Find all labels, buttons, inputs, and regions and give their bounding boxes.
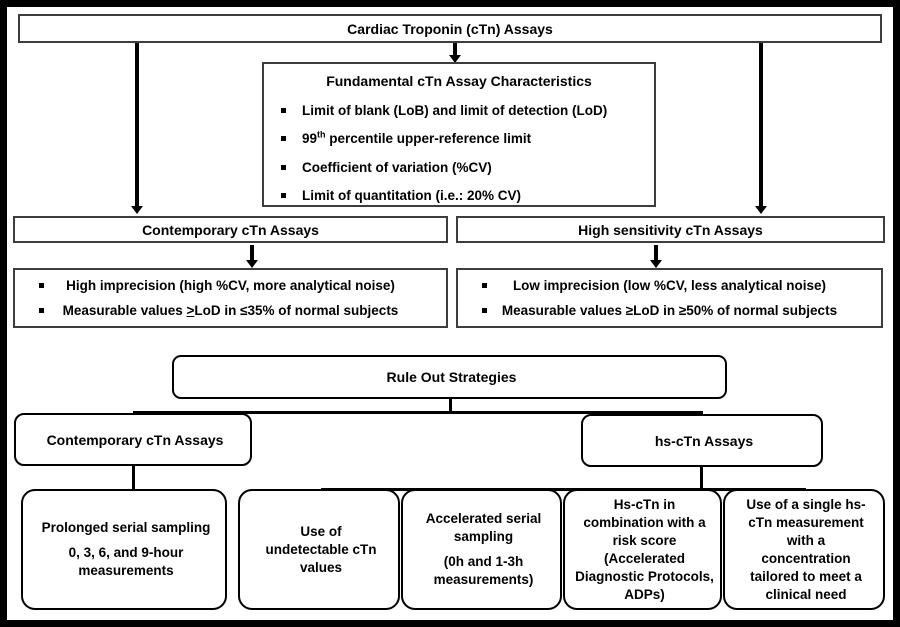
connector-line	[133, 411, 703, 414]
bullet-square-icon	[281, 136, 286, 141]
connector-line	[449, 396, 452, 412]
branch-hs-box: hs-cTn Assays	[581, 414, 823, 467]
bullet-text: Measurable values ≥LoD in ≥50% of normal…	[501, 302, 838, 318]
strategy-undetectable-values-box: Use of undetectable cTn values	[238, 489, 400, 610]
branch-contemporary-text: Contemporary cTn Assays	[46, 431, 224, 448]
strategy-single-measurement-box: Use of a single hs-cTn measurement with …	[723, 489, 885, 610]
strategy-text: Use of undetectable cTn values	[265, 523, 377, 575]
high-sensitivity-bullets-box: Low imprecision (low %CV, less analytica…	[456, 268, 883, 328]
fundamental-bullet: 99th percentile upper-reference limit	[264, 130, 654, 147]
branch-hs-text: hs-cTn Assays	[654, 432, 754, 449]
strategy-accelerated-sampling-box: Accelerated serial sampling (0h and 1-3h…	[401, 489, 562, 610]
arrow-down-contemporary-icon	[250, 245, 254, 260]
fundamental-bullet-text: Limit of quantitation (i.e.: 20% CV)	[302, 188, 521, 203]
strategy-text: (0h and 1-3h measurements)	[433, 554, 534, 587]
fundamental-heading: Fundamental cTn Assay Characteristics	[326, 73, 592, 89]
bullet-square-icon	[482, 307, 487, 313]
bullet-text: Measurable values >LoD in ≤35% of normal…	[62, 302, 399, 318]
arrow-down-right-icon	[759, 43, 763, 206]
fundamental-bullet: Limit of blank (LoB) and limit of detect…	[264, 102, 654, 119]
strategy-text: Hs-cTn in combination with a risk score …	[575, 496, 714, 602]
strategy-text: Accelerated serial sampling	[425, 511, 542, 544]
branch-contemporary-box: Contemporary cTn Assays	[14, 413, 252, 466]
contemporary-bullets-box: High imprecision (high %CV, more analyti…	[13, 268, 448, 328]
bullet-square-icon	[39, 307, 44, 313]
fundamental-bullet: Limit of quantitation (i.e.: 20% CV)	[264, 187, 654, 204]
strategy-text: 0, 3, 6, and 9-hour measurements	[68, 545, 184, 578]
fundamental-bullet-text: 99th percentile upper-reference limit	[302, 129, 532, 146]
contemporary-assays-header-text: Contemporary cTn Assays	[142, 221, 319, 238]
bullet-row: Low imprecision (low %CV, less analytica…	[458, 278, 881, 294]
high-sensitivity-assays-header-box: High sensitivity cTn Assays	[456, 216, 885, 243]
arrow-down-left-icon	[135, 43, 139, 206]
fundamental-bullet-text: Coefficient of variation (%CV)	[302, 159, 492, 175]
connector-line	[700, 464, 703, 491]
arrow-down-middle-icon	[453, 43, 457, 55]
strategy-text: Use of a single hs-cTn measurement with …	[746, 496, 866, 602]
bullet-row: Measurable values >LoD in ≤35% of normal…	[15, 303, 446, 319]
bullet-text: High imprecision (high %CV, more analyti…	[66, 277, 395, 293]
rule-out-strategies-box: Rule Out Strategies	[172, 355, 727, 399]
bullet-text: Low imprecision (low %CV, less analytica…	[512, 277, 827, 293]
bullet-square-icon	[281, 164, 286, 170]
fundamental-bullet-text: Limit of blank (LoB) and limit of detect…	[302, 102, 608, 118]
strategy-prolonged-sampling-box: Prolonged serial sampling 0, 3, 6, and 9…	[21, 489, 227, 610]
strategy-risk-score-box: Hs-cTn in combination with a risk score …	[563, 489, 722, 610]
fundamental-characteristics-box: Fundamental cTn Assay Characteristics Li…	[262, 62, 656, 207]
connector-line	[321, 488, 806, 491]
bullet-row: High imprecision (high %CV, more analyti…	[15, 278, 446, 294]
rule-out-strategies-text: Rule Out Strategies	[386, 369, 517, 385]
bullet-square-icon	[281, 193, 286, 198]
bullet-square-icon	[482, 282, 487, 288]
high-sensitivity-assays-header-text: High sensitivity cTn Assays	[578, 221, 763, 238]
contemporary-assays-header-box: Contemporary cTn Assays	[13, 216, 448, 243]
title-text: Cardiac Troponin (cTn) Assays	[347, 20, 553, 37]
arrow-down-hs-icon	[654, 245, 658, 260]
strategy-text: Prolonged serial sampling	[41, 520, 211, 535]
bullet-square-icon	[281, 107, 286, 113]
title-box: Cardiac Troponin (cTn) Assays	[18, 14, 882, 43]
bullet-square-icon	[39, 282, 44, 288]
fundamental-bullet: Coefficient of variation (%CV)	[264, 159, 654, 176]
connector-line	[132, 463, 135, 492]
bullet-row: Measurable values ≥LoD in ≥50% of normal…	[458, 303, 881, 319]
